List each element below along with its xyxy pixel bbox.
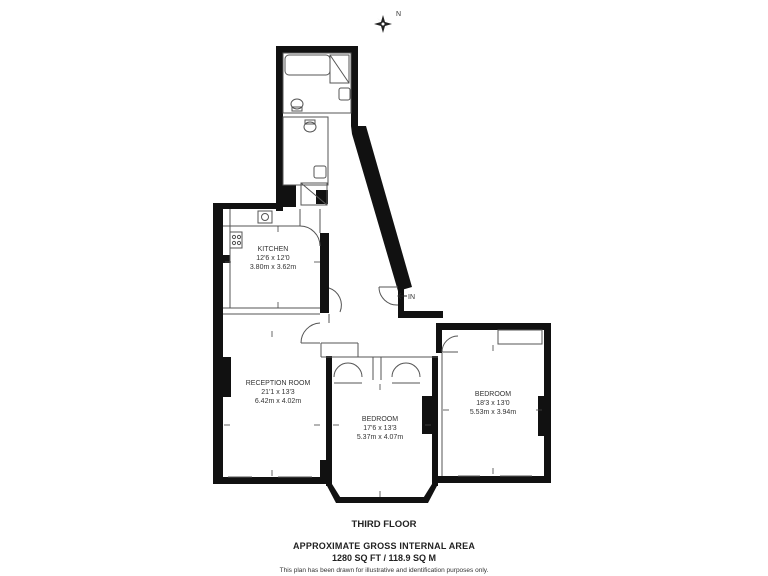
area-title: APPROXIMATE GROSS INTERNAL AREA (292, 541, 476, 551)
interior-lines (223, 52, 543, 478)
kitchen-imperial: 12'6 x 12'0 (256, 255, 290, 262)
outer-walls (213, 46, 551, 503)
room-reception: RECEPTION ROOM 21'1 x 13'3 6.42m x 4.02m (246, 380, 311, 405)
entrance-label: IN (408, 294, 415, 301)
floor-plan: N (213, 11, 551, 503)
reception-metric: 6.42m x 4.02m (255, 398, 301, 405)
bedroom-2-imperial: 18'3 x 13'0 (476, 400, 510, 407)
bedroom-1-name: BEDROOM (362, 416, 398, 423)
area-value: 1280 SQ FT / 118.9 SQ M (331, 553, 437, 563)
floor-title: THIRD FLOOR (351, 519, 417, 530)
bedroom-2-metric: 5.53m x 3.94m (470, 409, 516, 416)
kitchen-name: KITCHEN (258, 246, 289, 253)
room-kitchen: KITCHEN 12'6 x 12'0 3.80m x 3.62m (250, 246, 296, 271)
reception-name: RECEPTION ROOM (246, 380, 311, 387)
bedroom-1-imperial: 17'6 x 13'3 (363, 425, 397, 432)
bedroom-1-metric: 5.37m x 4.07m (357, 434, 403, 441)
compass-label: N (396, 11, 401, 18)
compass-icon (374, 15, 392, 33)
disclaimer: This plan has been drawn for illustrativ… (279, 567, 489, 574)
arrow-left-icon (397, 292, 407, 300)
room-bedroom-2: BEDROOM 18'3 x 13'0 5.53m x 3.94m (470, 391, 516, 416)
reception-imperial: 21'1 x 13'3 (261, 389, 295, 396)
dimension-ticks (224, 226, 542, 497)
kitchen-metric: 3.80m x 3.62m (250, 264, 296, 271)
bedroom-2-name: BEDROOM (475, 391, 511, 398)
room-bedroom-1: BEDROOM 17'6 x 13'3 5.37m x 4.07m (357, 416, 403, 441)
